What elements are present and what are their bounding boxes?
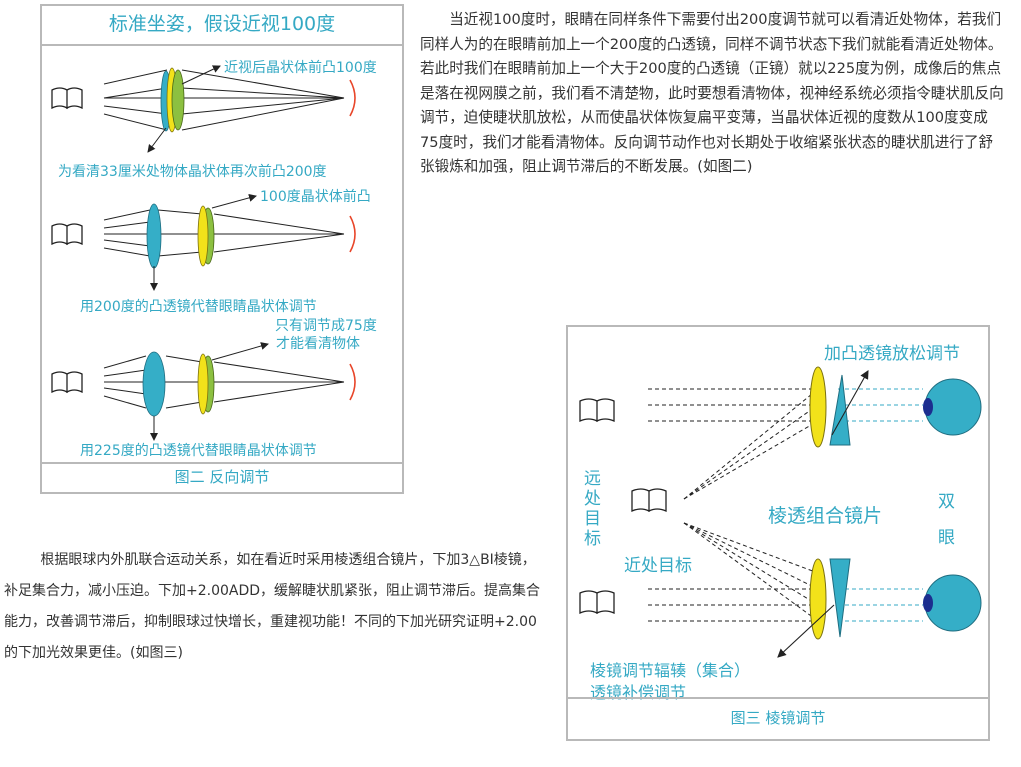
row1-lens-green xyxy=(171,69,185,131)
row3-arrow-up xyxy=(211,342,269,361)
row1-rays xyxy=(103,69,345,131)
row2-lens-convex xyxy=(146,203,162,269)
row1-arrow-down xyxy=(147,127,167,153)
label-only-75-line2: 才能看清物体 xyxy=(276,336,360,352)
label-prism-line1: 棱镜调节辐辏（集合） xyxy=(590,661,751,680)
label-both-eyes: 双眼 xyxy=(938,492,955,548)
label-lens-bulge-100: 近视后晶状体前凸100度 xyxy=(224,60,377,76)
far-target-book-icon-2 xyxy=(579,590,615,615)
figure-3-caption: 图三 棱镜调节 xyxy=(568,697,988,739)
row2-book-icon xyxy=(51,223,83,246)
figure-2: 标准坐姿，假设近视100度 xyxy=(40,4,404,494)
row3-retina xyxy=(349,363,356,401)
figure-3-diagram xyxy=(579,366,982,658)
label-only-75-line1: 只有调节成75度 xyxy=(275,318,377,334)
upper-eye xyxy=(924,378,982,436)
figure-2-caption: 图二 反向调节 xyxy=(42,462,402,492)
label-lens-bulge-100-b: 100度晶状体前凸 xyxy=(260,189,371,205)
row3-rays xyxy=(103,355,345,409)
row3-lens-convex xyxy=(142,351,166,417)
label-far-target: 远处目标 xyxy=(584,469,601,549)
label-relax: 加凸透镜放松调节 xyxy=(824,344,960,364)
near-target-book-icon xyxy=(631,488,667,513)
upper-eye-pupil xyxy=(923,398,933,416)
label-lens-combo: 棱透组合镜片 xyxy=(768,505,883,527)
row2-arrow-up xyxy=(211,193,257,209)
upper-convex-lens xyxy=(809,366,827,448)
figure-2-diagram xyxy=(51,65,356,441)
row1-arrow-up xyxy=(181,65,221,85)
row2-rays xyxy=(103,209,345,257)
label-near-target: 近处目标 xyxy=(624,556,692,576)
paragraph-reverse-adjustment: 当近视100度时，眼睛在同样条件下需要付出200度调节就可以看清近处物体，若我们… xyxy=(420,11,1004,175)
row3-lens-yellow xyxy=(197,353,209,415)
row2-lens-yellow xyxy=(197,205,209,267)
relax-arrow xyxy=(831,370,869,436)
upper-eye-rays xyxy=(838,388,923,422)
lower-convex-lens xyxy=(809,558,827,640)
figure-2-title: 标准坐姿，假设近视100度 xyxy=(42,6,402,46)
far-target-book-icon xyxy=(579,398,615,423)
row3-book-icon xyxy=(51,371,83,394)
row1-retina xyxy=(349,79,356,117)
row2-retina xyxy=(349,215,356,253)
label-convex-225: 用225度的凸透镜代替眼睛晶状体调节 xyxy=(80,443,317,459)
paragraph-prism-lens: 根据眼球内外肌联合运动关系，如在看近时采用棱透组合镜片，下加3△BI棱镜，补足集… xyxy=(4,552,541,661)
row1-book-icon xyxy=(51,87,83,110)
upper-rays xyxy=(648,388,819,500)
label-bulge-200-33cm: 为看清33厘米处物体晶状体再次前凸200度 xyxy=(58,164,327,180)
prism-arrow xyxy=(777,604,835,658)
lower-eye xyxy=(924,574,982,632)
upper-prism xyxy=(829,374,851,446)
lower-eye-rays xyxy=(838,588,923,622)
lower-rays xyxy=(648,522,819,622)
lower-prism xyxy=(829,558,851,638)
figure-3: 加凸透镜放松调节 远处目标 棱透组合镜片 双眼 近处目标 棱镜调节辐辏（集合） … xyxy=(566,325,990,741)
label-convex-200: 用200度的凸透镜代替眼睛晶状体调节 xyxy=(80,299,317,315)
lower-eye-pupil xyxy=(923,594,933,612)
